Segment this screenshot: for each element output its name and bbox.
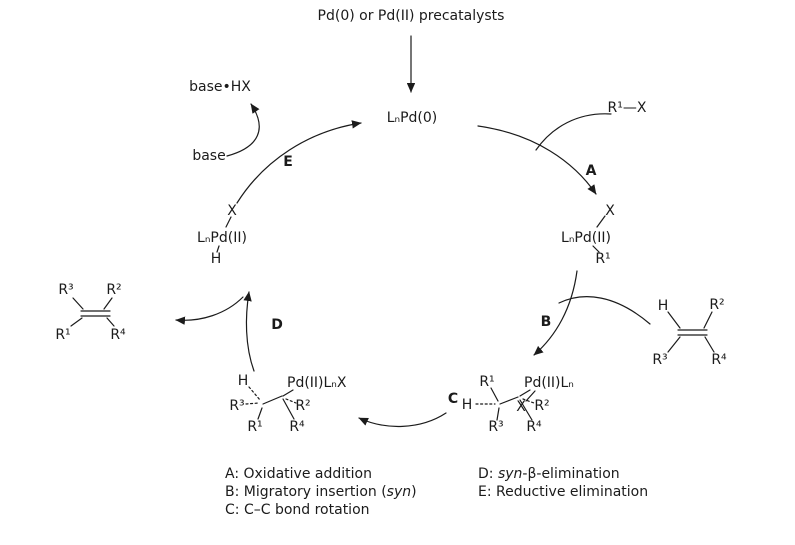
- byproduct-base-hx-label: base•HX: [189, 79, 251, 95]
- arrow-branch-alkene-in: [558, 296, 651, 325]
- legend-step-b-syn: syn: [386, 484, 412, 500]
- legend-step-b: B: Migratory insertion (syn): [225, 484, 417, 500]
- alkene-substrate-r2-label: R²: [709, 297, 725, 313]
- hpd-complex-pd-label: LₙPd(II): [197, 230, 247, 246]
- insertion-complex-pd-label: Pd(II)Lₙ: [524, 375, 574, 391]
- legend-step-a: A: Oxidative addition: [225, 466, 372, 482]
- base-label: base: [192, 148, 226, 164]
- alkene-substrate-r4-label: R⁴: [711, 352, 727, 368]
- legend-step-d-syn: syn: [497, 466, 523, 482]
- oa-complex-pd-label: LₙPd(II): [561, 230, 611, 246]
- alkene-product-r3-label: R³: [58, 282, 74, 298]
- step-label-a: A: [585, 163, 597, 179]
- insertion-complex-h-label: H: [461, 397, 473, 413]
- hpd-complex-h-label: H: [210, 251, 222, 267]
- insertion-complex-r1-label: R¹: [479, 374, 495, 390]
- bond-lines: [70, 215, 715, 421]
- oa-complex-r1-label: R¹: [595, 251, 611, 267]
- legend-step-d-post: -β-elimination: [522, 466, 620, 482]
- insertion-complex-x-label: X: [516, 399, 526, 415]
- arrow-step-d: [243, 291, 255, 372]
- rotated-complex-r3-label: R³: [229, 398, 245, 414]
- step-label-e: E: [283, 154, 293, 170]
- precatalyst-title: Pd(0) or Pd(II) precatalysts: [317, 8, 505, 24]
- legend-step-d: D: syn-β-elimination: [478, 466, 620, 482]
- rotated-complex-r2-label: R²: [295, 398, 311, 414]
- arrow-branch-halide-in: [535, 113, 612, 151]
- rotated-complex-h-label: H: [237, 373, 249, 389]
- alkene-substrate-h-label: H: [657, 298, 669, 314]
- pd0-species-label: LₙPd(0): [386, 110, 438, 126]
- arrow-step-a: [477, 125, 597, 195]
- insertion-complex-r4-label: R⁴: [526, 419, 542, 435]
- legend-step-b-pre: B: Migratory insertion (: [225, 484, 387, 500]
- oa-complex-x-label: X: [605, 203, 615, 219]
- legend-step-d-pre: D:: [478, 466, 498, 482]
- rotated-complex-r1-label: R¹: [247, 419, 263, 435]
- arrow-branch-base: [226, 103, 260, 157]
- alkene-product-r2-label: R²: [106, 282, 122, 298]
- arrow-step-b: [533, 270, 578, 356]
- rotated-complex-pd-label: Pd(II)LₙX: [287, 375, 347, 391]
- hpd-complex-x-label: X: [227, 203, 237, 219]
- halide-r1x-label: R¹—X: [607, 100, 647, 116]
- legend-step-b-post: ): [411, 484, 417, 500]
- alkene-product-r4-label: R⁴: [110, 327, 126, 343]
- step-label-d: D: [271, 317, 283, 333]
- arrow-step-c: [358, 412, 447, 427]
- insertion-complex-r2-label: R²: [534, 398, 550, 414]
- alkene-product-r1-label: R¹: [55, 327, 71, 343]
- legend-step-e: E: Reductive elimination: [478, 484, 649, 500]
- insertion-complex-r3-label: R³: [488, 419, 504, 435]
- rotated-complex-r4-label: R⁴: [289, 419, 305, 435]
- step-label-c: C: [447, 391, 459, 407]
- step-label-b: B: [540, 314, 552, 330]
- alkene-substrate-r3-label: R³: [652, 352, 668, 368]
- arrow-step-e: [236, 120, 362, 204]
- legend-step-c: C: C–C bond rotation: [225, 502, 370, 518]
- arrow-branch-product-out: [175, 296, 244, 325]
